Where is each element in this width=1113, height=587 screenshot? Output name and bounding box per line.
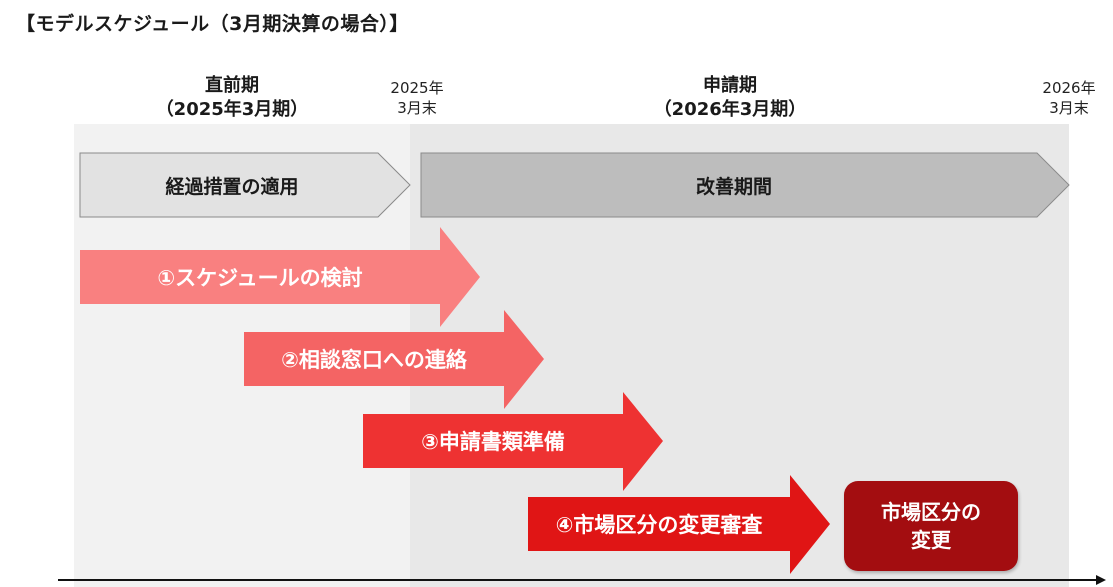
date-year: 2025年 [390,79,444,97]
application-period-header: 申請期 （2026年3月期） [600,74,860,122]
page-title: 【モデルスケジュール（3月期決算の場合）】 [16,13,409,35]
pre-period-name: 直前期 [205,75,259,96]
step2-label: ②相談窓口への連絡 [281,348,467,372]
application-period-sub: （2026年3月期） [653,99,807,120]
result-box: 市場区分の 変更 [844,481,1018,571]
pre-period-header: 直前期 （2025年3月期） [112,74,352,122]
improvement-phase-arrow [420,152,1070,218]
date-marker-2026: 2026年 3月末 [1024,78,1113,118]
pre-period-sub: （2025年3月期） [155,99,309,120]
improvement-phase-label: 改善期間 [695,175,772,198]
result-line2: 変更 [911,528,951,552]
step2-arrow [244,310,544,409]
date-month: 3月末 [1049,99,1089,117]
result-line1: 市場区分の [881,500,981,524]
step3-label: ③申請書類準備 [421,430,565,454]
step3-arrow [363,392,663,491]
application-period-name: 申請期 [703,75,757,96]
date-year: 2026年 [1042,79,1096,97]
step4-arrow [528,475,830,574]
timeline-arrowhead-icon [1096,575,1106,585]
transition-phase-label: 経過措置の適用 [165,175,299,198]
transition-phase-arrow [79,152,411,218]
date-marker-2025: 2025年 3月末 [372,78,462,118]
step4-label: ④市場区分の変更審査 [555,513,763,537]
step1-label: ①スケジュールの検討 [157,266,363,290]
step1-arrow [80,227,480,327]
date-month: 3月末 [397,99,437,117]
